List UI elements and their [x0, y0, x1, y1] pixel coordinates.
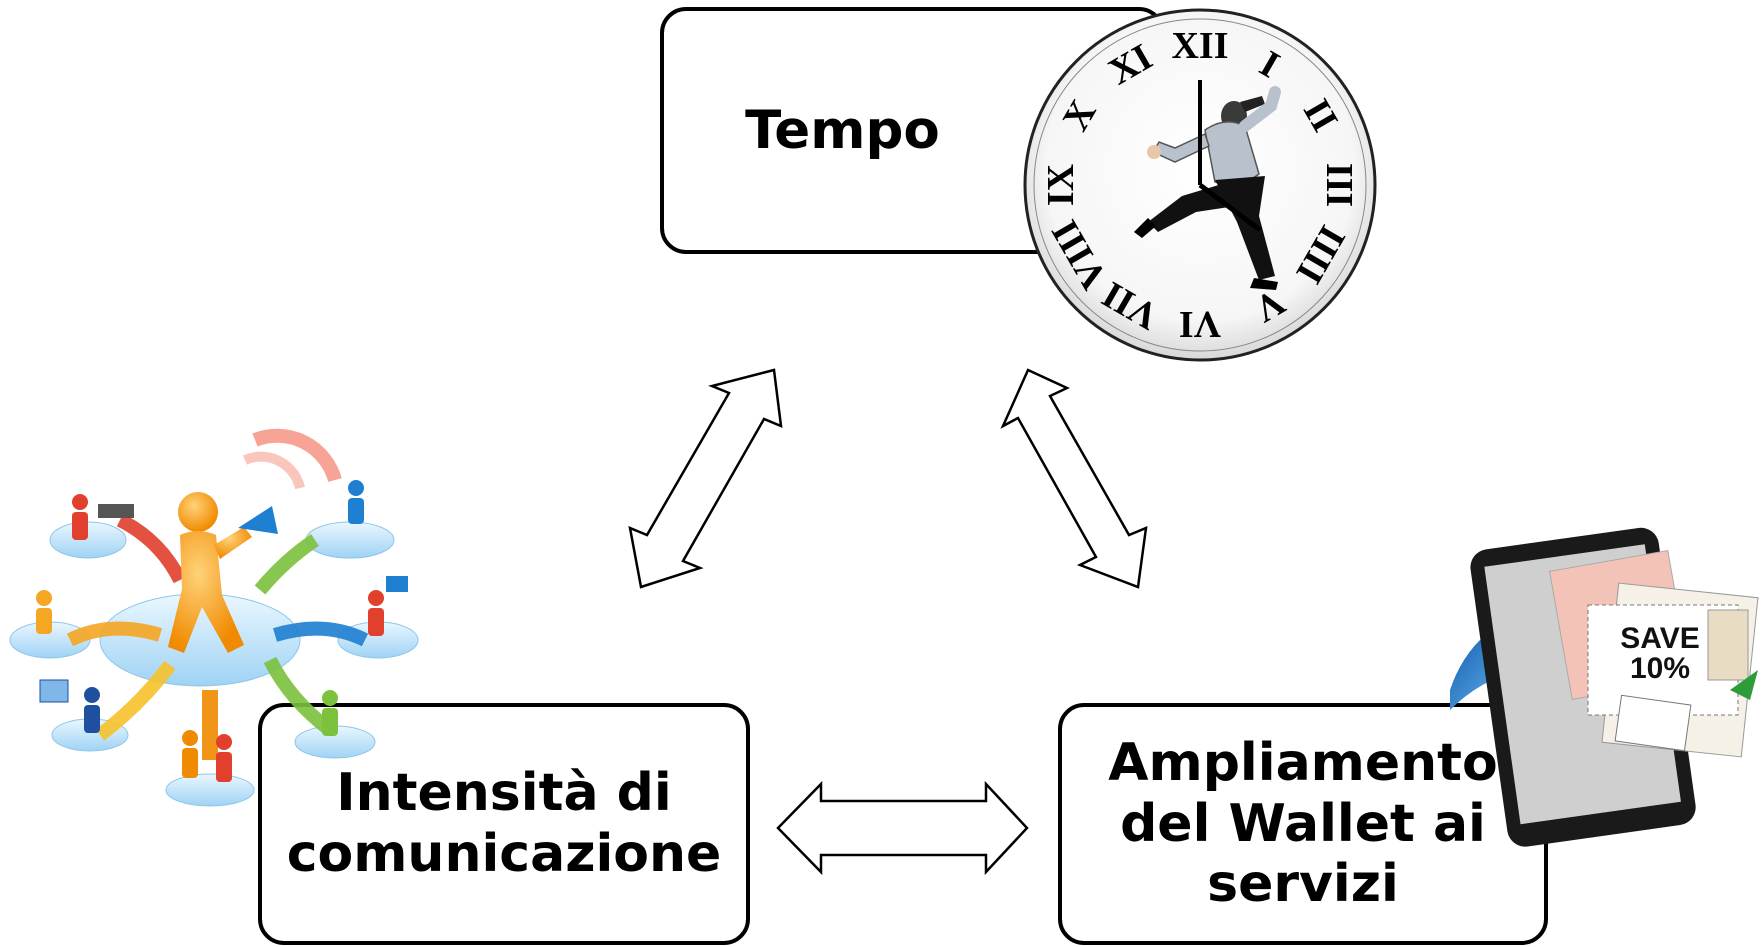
node-tempo-label: Tempo [745, 99, 940, 161]
arrow-intensita-ampliamento [776, 780, 1029, 876]
running-man-figure [1134, 86, 1281, 290]
node-intensita: Intensità di comunicazione [258, 703, 750, 945]
arrow-tempo-intensita [628, 368, 783, 589]
clock-numeral: IX [1040, 164, 1082, 206]
coupon-percent-text: 10% [1630, 652, 1690, 685]
node-ampliamento-label: Ampliamento del Wallet ai servizi [1108, 732, 1498, 915]
coupon-save-text: SAVE [1620, 622, 1699, 655]
clock-numeral: VI [1179, 303, 1221, 345]
node-intensita-label: Intensità di comunicazione [286, 763, 722, 884]
clock-numeral: XII [1171, 25, 1228, 67]
arrow-tempo-ampliamento [1000, 368, 1148, 589]
clock-numeral: III [1318, 163, 1360, 207]
node-ampliamento: Ampliamento del Wallet ai servizi [1058, 703, 1548, 945]
